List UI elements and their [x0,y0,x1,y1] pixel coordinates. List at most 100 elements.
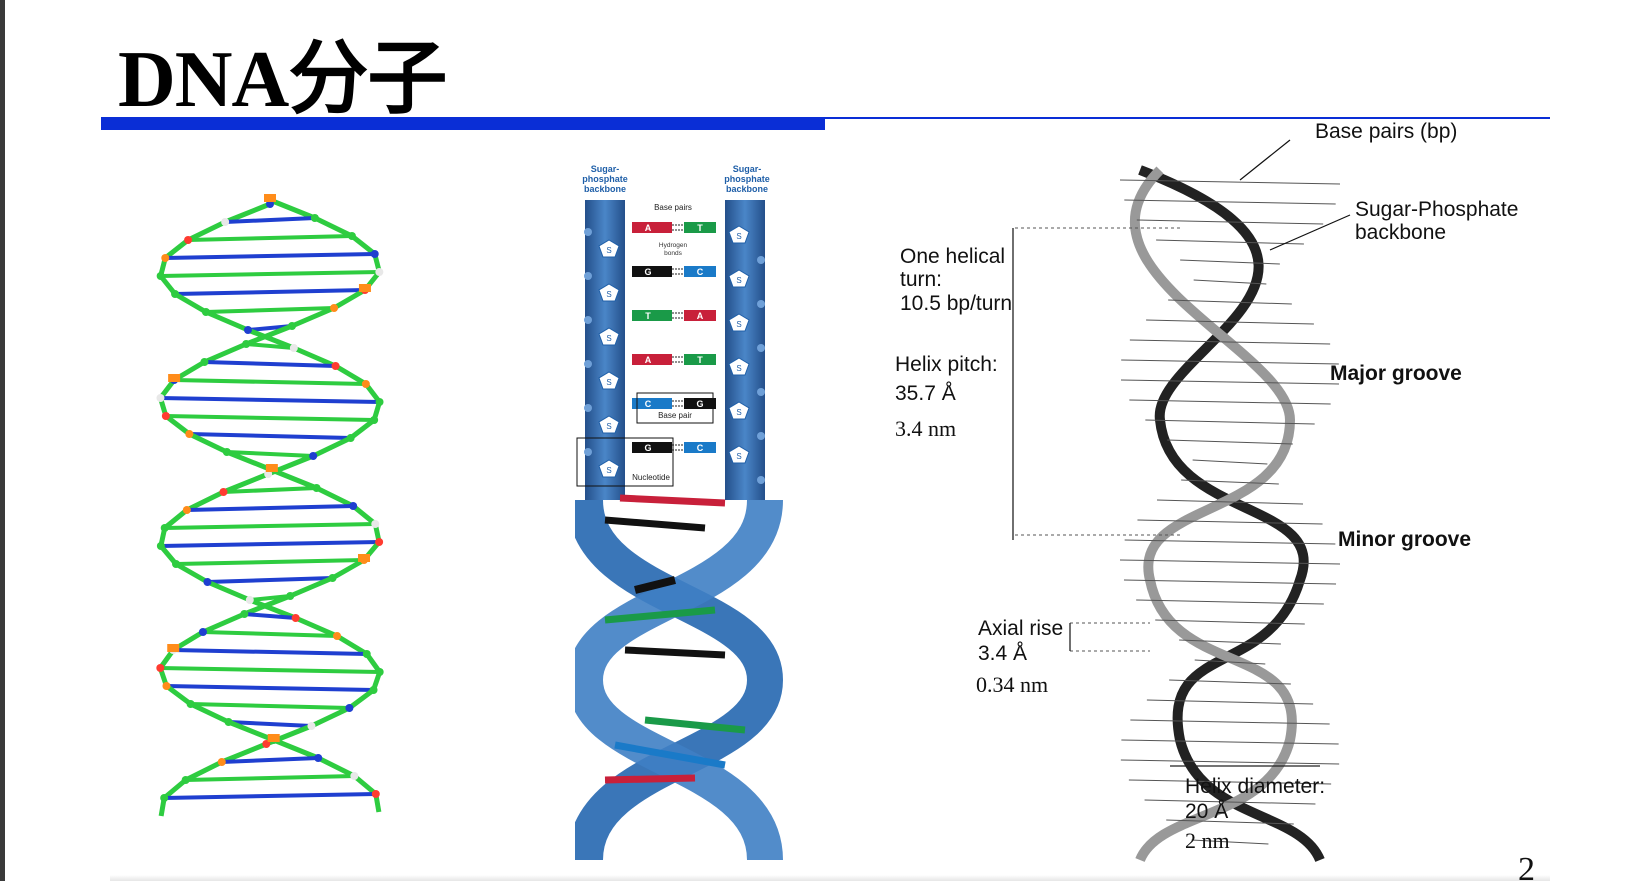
stick-backbone-bond [269,197,316,221]
stick-bond [202,630,338,638]
helix-rung [1123,579,1337,585]
helix-rung [1168,299,1292,305]
stick-backbone-bond [350,234,377,256]
stick-bond [186,504,354,512]
sugar-letter: S [606,246,611,255]
stick-backbone-bond [220,741,268,765]
stick-atom [361,380,370,388]
backbone-strand-dark [1138,165,1325,863]
helical-turn-line2: turn: [900,268,943,291]
sugar-letter: S [606,290,611,299]
stick-backbone-bond [163,508,189,530]
stick-atom [200,358,209,366]
stick-atom [371,520,380,528]
stick-atom [161,254,170,262]
nucleotide-label: Nucleotide [632,473,670,482]
stick-backbone-bond [332,287,367,311]
stick-backbone-bond [203,341,248,365]
helix-rung [1191,839,1269,845]
stick-bond [228,720,312,728]
sugar-pentagon-left [598,239,620,258]
stick-bond [160,666,380,674]
stick-bond [164,522,376,530]
helix-rung [1130,719,1330,725]
stick-model-figure [120,180,420,820]
phosphate-dot [757,256,765,264]
helix-rung [1136,599,1324,605]
stick-backbone-bond [245,323,293,347]
stick-bond [188,234,352,242]
stick-atom [371,790,380,798]
base-right [684,442,716,453]
stick-atom [375,398,384,406]
stick-atom [201,308,210,316]
sugar-pentagon-left [598,327,620,346]
base-right [684,222,716,233]
stick-atom [291,614,300,622]
base-right [684,398,716,409]
helix-rung [1119,179,1341,185]
helix-rung [1120,379,1340,385]
stick-atom [314,754,323,762]
phosphate-group [265,464,278,472]
helix-dimensions-figure: Base pairs (bp) Sugar-Phosphate backbone… [895,120,1560,881]
stick-backbone-bond [310,705,351,729]
base-left [632,266,672,277]
stick-bond [175,288,365,296]
stick-bond [165,252,375,260]
helix-strand-b [566,498,783,862]
stick-bond [226,450,314,458]
sugar-letter: S [736,452,741,461]
base-pairs-leader [1239,139,1291,181]
base-pair-label: Base pair [658,411,692,420]
base-left [632,398,672,409]
stick-backbone-bond [188,431,228,455]
stick-atom [346,434,355,442]
stick-atom [185,430,194,438]
major-groove-label: Major groove [1330,362,1462,385]
stick-backbone-bond [347,687,376,711]
phosphate-dot [757,476,765,484]
stick-backbone-bond [164,683,193,707]
stick-backbone-bond [222,471,270,495]
slide-footer-edge [110,875,1550,881]
stick-model-drawing [156,194,384,817]
stick-atom [333,632,342,640]
base-left [632,310,672,321]
stick-backbone-bond [224,201,271,225]
stick-atom [330,304,339,312]
base-left-letter: A [645,223,652,233]
helix-rung [1136,219,1324,225]
stick-atom [289,344,298,352]
phosphate-dot [584,404,592,412]
phosphate-group [267,734,280,742]
stick-atom [222,448,231,456]
minor-groove-label: Minor groove [1338,528,1472,551]
stick-atom [171,290,180,298]
stick-backbone-bond [315,485,355,509]
helical-turn-line1: One helical [900,245,1006,268]
stick-atom [198,628,207,636]
helix-rung [1180,259,1280,265]
helical-turn-line3: 10.5 bp/turn [900,292,1013,315]
helix-rung [1124,199,1336,205]
stick-atom [286,592,295,600]
stick-backbone-bond [270,467,318,491]
stick-backbone-bond [189,701,230,725]
sugar-pentagon-right [728,225,750,244]
helix-rung [1169,679,1291,685]
helix-rung [1128,779,1332,785]
stick-atom [307,722,316,730]
sugar-letter: S [606,422,611,431]
sugar-letter: S [606,378,611,387]
stick-bond [245,342,295,350]
base-right-letter: C [697,443,704,453]
stick-backbone-bond [313,215,354,239]
base-right [684,310,716,321]
base-pairs-label: Base pairs [654,203,692,212]
title-underline-thick [101,117,825,130]
